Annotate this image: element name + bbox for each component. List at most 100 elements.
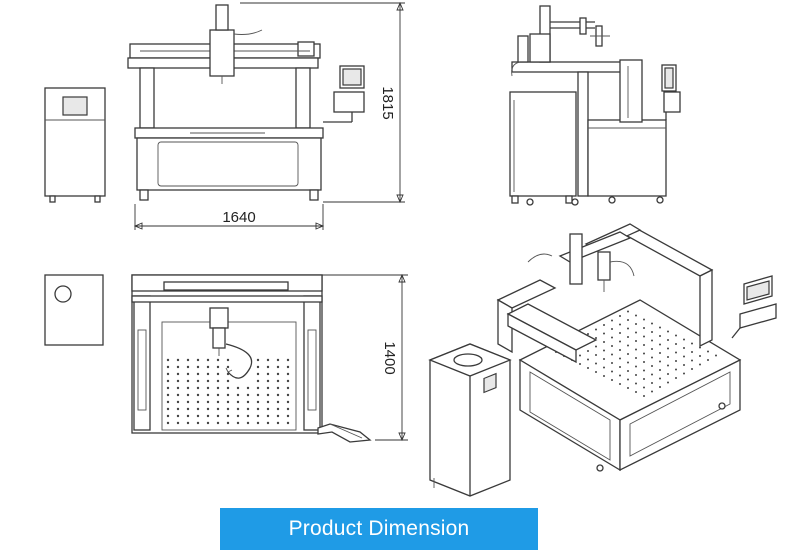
table-hole xyxy=(276,400,280,404)
iso-table-hole xyxy=(659,343,661,346)
table-hole xyxy=(166,365,170,369)
depth-dimension-line: 1400 xyxy=(322,273,408,442)
iso-table-hole xyxy=(667,347,669,350)
iso-table-hole xyxy=(595,362,597,365)
iso-table-hole xyxy=(643,335,645,338)
iso-monitor xyxy=(731,275,777,339)
iso-table-hole xyxy=(667,364,669,367)
table-hole xyxy=(206,407,210,411)
iso-table-hole xyxy=(595,354,597,356)
iso-table-hole xyxy=(627,378,629,381)
iso-table-hole xyxy=(651,322,653,325)
iso-table-hole xyxy=(683,372,685,375)
table-hole xyxy=(196,421,200,425)
table-hole xyxy=(286,400,290,404)
table-hole xyxy=(226,421,230,425)
table-hole xyxy=(196,407,200,411)
table-hole xyxy=(166,407,170,411)
product-dimension-drawing: 1640 1815 xyxy=(44,1,777,497)
front-view: 1640 1815 xyxy=(44,1,405,230)
iso-table-hole xyxy=(603,324,605,326)
table-hole xyxy=(176,407,180,411)
table-hole xyxy=(266,372,270,376)
iso-table-hole xyxy=(619,323,621,326)
iso-table-hole xyxy=(603,366,605,369)
table-hole xyxy=(196,414,200,418)
iso-table-hole xyxy=(643,327,645,329)
iso-table-hole xyxy=(699,355,701,357)
table-hole xyxy=(206,400,210,404)
iso-table-hole xyxy=(611,345,613,347)
table-hole xyxy=(276,379,280,383)
table-hole xyxy=(266,421,270,425)
iso-table-hole xyxy=(667,381,669,384)
iso-table-hole xyxy=(659,386,661,388)
iso-table-hole xyxy=(635,391,637,393)
iso-table-hole xyxy=(675,351,677,354)
table-hole xyxy=(216,393,220,397)
iso-table-hole xyxy=(635,374,637,376)
iso-table-hole xyxy=(627,387,629,389)
iso-table-hole xyxy=(635,340,637,342)
table-hole xyxy=(266,386,270,390)
table-hole xyxy=(286,393,290,397)
iso-table-hole xyxy=(659,326,661,329)
iso-table-hole xyxy=(579,363,581,365)
iso-table-hole xyxy=(659,377,661,380)
table-hole xyxy=(286,414,290,418)
iso-table-hole xyxy=(643,369,645,372)
table-hole xyxy=(216,421,220,425)
table-hole xyxy=(176,386,180,390)
table-hole xyxy=(176,379,180,383)
iso-table-hole xyxy=(635,314,637,317)
table-hole xyxy=(176,365,180,369)
table-hole xyxy=(206,358,210,362)
table-hole xyxy=(216,414,220,418)
iso-table-hole xyxy=(603,341,605,343)
iso-table-hole xyxy=(683,355,685,358)
table-hole xyxy=(166,400,170,404)
iso-table-hole xyxy=(603,375,605,377)
front-control-cabinet xyxy=(44,87,106,203)
table-hole xyxy=(276,414,280,418)
table-hole xyxy=(166,414,170,418)
iso-table-hole xyxy=(651,356,653,359)
iso-table-hole xyxy=(603,349,605,352)
iso-table-hole xyxy=(635,365,637,368)
table-hole xyxy=(226,358,230,362)
iso-table-hole xyxy=(659,352,661,354)
table-hole xyxy=(196,393,200,397)
iso-table-hole xyxy=(707,350,709,353)
table-hole xyxy=(256,414,260,418)
table-hole xyxy=(246,393,250,397)
iso-table-hole xyxy=(635,382,637,385)
isometric-view xyxy=(428,223,777,497)
iso-table-hole xyxy=(667,356,669,358)
iso-table-hole xyxy=(627,327,629,330)
table-hole xyxy=(286,407,290,411)
table-hole xyxy=(276,372,280,376)
iso-table-hole xyxy=(651,365,653,367)
table-hole xyxy=(286,365,290,369)
iso-table-hole xyxy=(603,358,605,360)
side-view xyxy=(509,5,681,206)
table-hole xyxy=(176,414,180,418)
iso-table-hole xyxy=(635,323,637,325)
table-hole xyxy=(216,386,220,390)
table-hole xyxy=(166,386,170,390)
iso-table-hole xyxy=(691,359,693,362)
table-hole xyxy=(256,386,260,390)
table-hole xyxy=(206,421,210,425)
table-hole xyxy=(236,421,240,425)
top-control-cabinet xyxy=(44,274,104,346)
width-label: 1640 xyxy=(222,209,255,226)
table-hole xyxy=(216,372,220,376)
iso-table-hole xyxy=(619,349,621,351)
iso-table-hole xyxy=(611,336,613,339)
table-hole xyxy=(286,379,290,383)
table-hole xyxy=(266,393,270,397)
table-hole xyxy=(256,365,260,369)
iso-table-hole xyxy=(587,358,589,361)
table-hole xyxy=(216,379,220,383)
table-hole xyxy=(226,372,230,376)
